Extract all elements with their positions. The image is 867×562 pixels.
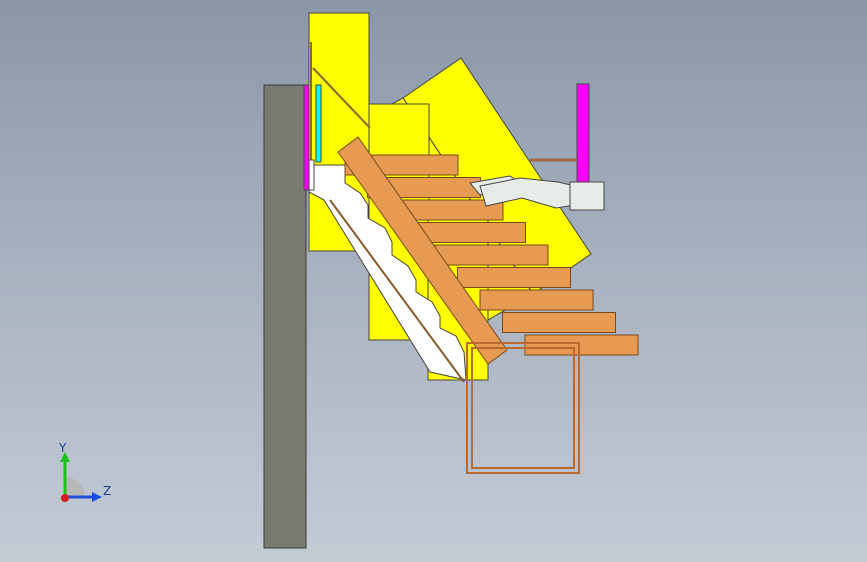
tread-board[interactable] [457,267,571,288]
orientation-triad[interactable]: Y Z [48,440,118,510]
y-arrow-head [60,452,70,462]
wall-bracket[interactable] [303,84,310,191]
z-axis-label: Z [103,484,111,498]
tread-board[interactable] [479,289,594,311]
z-arrow-head [92,492,102,502]
tread-board[interactable] [502,312,616,333]
tread-board[interactable] [434,244,549,266]
triad-arc [65,477,85,497]
lower-stringer-edge [329,199,465,383]
strut-end-cap [569,181,605,211]
piston-rod[interactable] [315,84,322,163]
square-frame-inner [471,347,575,469]
y-axis-label: Y [58,441,67,455]
main-stringer[interactable] [337,136,508,365]
gas-strut[interactable] [469,175,605,211]
mounting-plate [308,159,315,191]
square-frame-outer[interactable] [466,342,580,474]
guide-rail [312,67,371,129]
step-profile[interactable] [308,164,467,381]
right-bracket[interactable] [576,83,590,186]
x-axis-dot [61,494,69,502]
tread-board[interactable] [524,334,639,356]
wall-block[interactable] [263,84,307,549]
